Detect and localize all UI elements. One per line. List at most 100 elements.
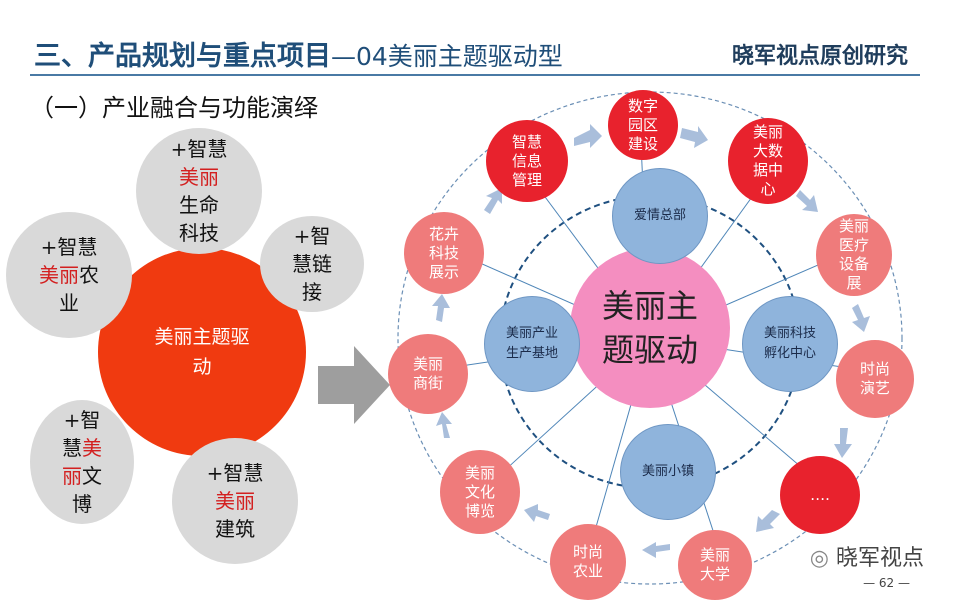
- section-title: （一）产业融合与功能演绎: [30, 94, 318, 122]
- bubble-text-red: 美: [82, 436, 102, 460]
- bubble-text-red: 丽: [62, 464, 82, 488]
- node-text: 心: [760, 180, 776, 198]
- node-text: 园区: [627, 115, 658, 134]
- bubble-text: 科技: [178, 221, 219, 245]
- node-text: ….: [810, 485, 830, 504]
- inner-label: 美丽产业: [505, 326, 558, 341]
- bubble-life-tech: +智慧 美丽 生命 科技: [136, 128, 262, 254]
- bubble-smart-link: +智 慧链 接: [260, 216, 364, 312]
- bubble-text: +智: [63, 408, 101, 432]
- node-text: 建设: [627, 134, 658, 153]
- cycle-arrow-icon: [834, 428, 852, 458]
- node-text: 智慧: [511, 132, 542, 151]
- node-text: 演艺: [859, 379, 890, 397]
- bubble-text-red: 美丽: [214, 489, 255, 513]
- cycle-arrow-icon: [436, 412, 452, 438]
- node-text: 时尚: [572, 543, 603, 561]
- node-text: 医疗: [838, 236, 869, 254]
- cycle-arrows: [432, 124, 870, 558]
- inner-node-right: 美丽科技 孵化中心: [742, 296, 838, 392]
- node-text: 博览: [464, 501, 495, 520]
- cycle-arrow-icon: [756, 510, 780, 532]
- cycle-arrow-icon: [680, 126, 708, 148]
- outer-node-digital-park: 数字园区建设: [608, 90, 678, 160]
- outer-node-medical: 美丽医疗设备展: [816, 214, 892, 296]
- center-line-2: 题驱动: [601, 331, 698, 369]
- title-sub: —04美丽主题驱动型: [331, 42, 563, 71]
- node-text: 管理: [511, 170, 542, 189]
- outer-node-fashion-show: 时尚演艺: [836, 340, 914, 418]
- center-line-1: 美丽主: [601, 287, 698, 325]
- node-text: 设备: [838, 255, 869, 273]
- outer-node-agri: 时尚农业: [550, 524, 626, 600]
- page-title: 三、产品规划与重点项目—04美丽主题驱动型: [34, 34, 563, 73]
- flow-arrow-icon: [318, 346, 390, 424]
- inner-label: 美丽小镇: [641, 464, 694, 479]
- bubble-text: +智: [293, 224, 331, 248]
- cycle-arrow-icon: [574, 124, 602, 148]
- bubble-text-red: 美丽: [39, 263, 79, 287]
- footer-logo-text: 晓军视点: [835, 546, 924, 571]
- page-number: — 62 —: [863, 576, 910, 590]
- outer-node-smart-info: 智慧信息管理: [486, 120, 568, 202]
- node-text: 大数: [752, 142, 783, 160]
- title-main: 三、产品规划与重点项目: [34, 41, 331, 72]
- bubble-text: 慧: [62, 436, 82, 460]
- cycle-arrow-icon: [432, 294, 450, 322]
- bubble-text: 接: [302, 280, 322, 304]
- bubble-text: 生命: [178, 193, 219, 217]
- inner-label: 生产基地: [505, 346, 558, 361]
- node-text: 科技: [428, 243, 459, 262]
- core-line-2: 动: [192, 356, 212, 378]
- inner-label: 美丽科技: [763, 326, 816, 341]
- inner-label: 爱情总部: [633, 208, 686, 223]
- node-text: 信息: [511, 151, 542, 170]
- bubble-text-red: 美丽: [178, 165, 219, 189]
- node-text: 商街: [412, 374, 443, 392]
- node-text: 展示: [428, 262, 459, 281]
- cycle-arrow-icon: [484, 188, 502, 214]
- inner-label: 孵化中心: [763, 346, 816, 361]
- bubble-agriculture: +智慧 美丽农 业: [6, 212, 132, 338]
- bubble-text: +智慧: [206, 461, 264, 485]
- bubble-text: 建筑: [214, 517, 255, 541]
- outer-node-culture-expo: 美丽文化博览: [440, 450, 520, 534]
- node-text: 文化: [464, 482, 495, 501]
- node-text: 农业: [572, 562, 603, 580]
- node-text: 美丽: [752, 123, 783, 141]
- node-text: 美丽: [699, 546, 730, 564]
- outer-node-flower: 花卉科技展示: [404, 212, 484, 294]
- cycle-arrow-icon: [642, 542, 670, 558]
- brand-label: 晓军视点原创研究: [731, 44, 908, 69]
- bubble-text: 文: [82, 464, 102, 488]
- outer-node-university: 美丽大学: [678, 530, 752, 600]
- bubble-text: 业: [59, 291, 79, 315]
- inner-node-bottom: 美丽小镇: [620, 424, 716, 520]
- node-text: 美丽: [838, 217, 869, 235]
- node-text: 大学: [699, 565, 730, 583]
- outer-node-more: ….: [780, 456, 860, 534]
- inner-node-left: 美丽产业 生产基地: [484, 296, 580, 392]
- cycle-arrow-icon: [524, 504, 550, 522]
- bubble-text: +智慧: [40, 235, 98, 259]
- bubble-text: 农: [79, 263, 99, 287]
- center-node: 美丽主 题驱动: [570, 248, 730, 408]
- outer-node-street: 美丽商街: [388, 334, 468, 414]
- inner-node-top: 爱情总部: [612, 168, 708, 264]
- outer-node-big-data: 美丽大数据中心: [728, 118, 808, 204]
- node-text: 展: [846, 274, 862, 292]
- node-text: 据中: [752, 161, 783, 179]
- node-text: 花卉: [428, 224, 459, 243]
- node-text: 美丽: [464, 463, 495, 482]
- node-text: 美丽: [412, 355, 443, 373]
- bubble-text: 博: [72, 492, 92, 516]
- bubble-text: +智慧: [170, 137, 228, 161]
- header-divider: [30, 74, 920, 76]
- bubble-culture: +智 慧美 丽文 博: [30, 400, 134, 524]
- core-line-1: 美丽主题驱: [154, 326, 250, 348]
- cycle-arrow-icon: [796, 190, 818, 212]
- footer-logo: ◎ 晓军视点: [810, 540, 924, 572]
- bubble-text: 慧链: [292, 252, 332, 276]
- node-text: 数字: [627, 96, 658, 115]
- bubble-architecture: +智慧 美丽 建筑: [172, 438, 298, 564]
